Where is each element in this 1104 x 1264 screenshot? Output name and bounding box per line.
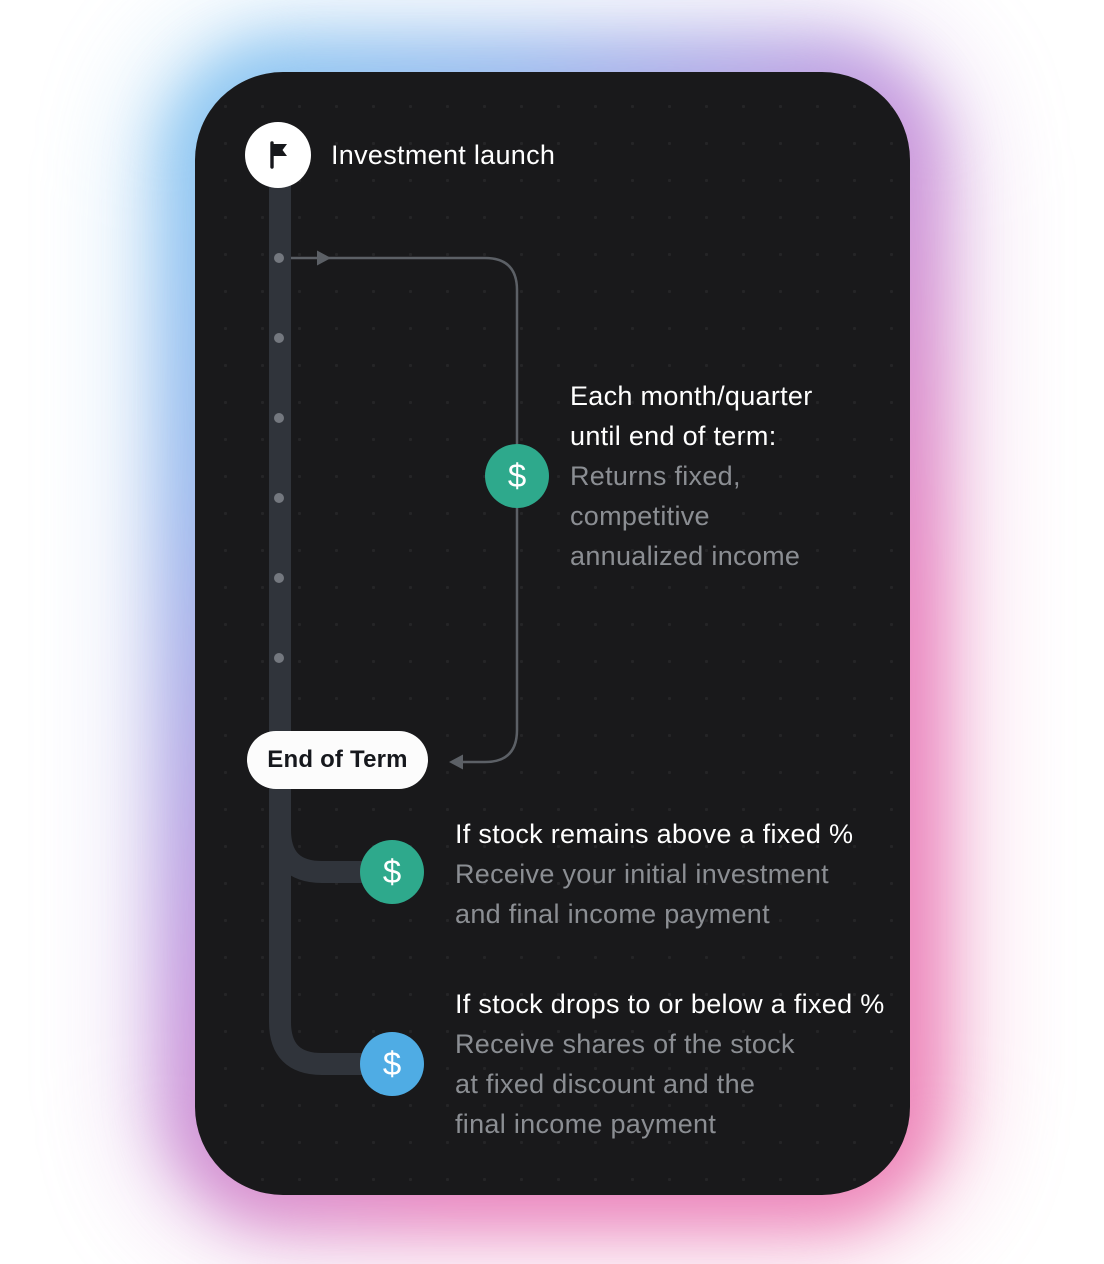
timeline-dots (274, 253, 284, 663)
monthly-text-block: Each month/quarter until end of term: Re… (570, 376, 813, 576)
outcome-below-title: If stock drops to or below a fixed % (455, 989, 885, 1019)
outcome-above-title: If stock remains above a fixed % (455, 819, 854, 849)
end-of-term-badge: End of Term (247, 731, 428, 789)
outcome-below-body: Receive shares of the stock at fixed dis… (455, 1029, 795, 1139)
monthly-body: Returns fixed, competitive annualized in… (570, 461, 801, 571)
timeline-branch-below (269, 762, 371, 1075)
outcome-below-text-block: If stock drops to or below a fixed % Rec… (455, 984, 885, 1144)
recurring-loop-line (291, 256, 519, 764)
outcome-above-body: Receive your initial investment and fina… (455, 859, 829, 929)
dollar-icon-below: $ (360, 1032, 424, 1096)
flag-icon (270, 141, 287, 169)
dollar-icon-monthly: $ (485, 444, 549, 508)
investment-timeline-card: Investment launch $ Each month/quarter u… (195, 72, 910, 1195)
dollar-icon-above: $ (360, 840, 424, 904)
arrow-left-icon (449, 754, 463, 770)
timeline-graphic (269, 170, 519, 1075)
brand-logo (245, 122, 311, 188)
page-title: Investment launch (331, 140, 556, 170)
arrow-right-icon (317, 250, 331, 266)
monthly-title: Each month/quarter until end of term: (570, 381, 813, 451)
outcome-above-text-block: If stock remains above a fixed % Receive… (455, 814, 853, 934)
